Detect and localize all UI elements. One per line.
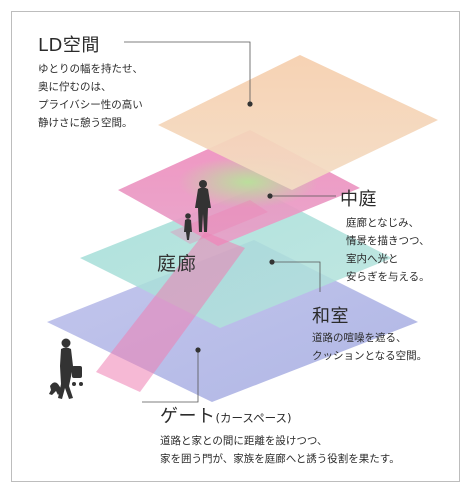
ld-title: LD空間 [38,35,100,56]
corridor-label: 庭廊 [157,253,198,275]
ld-layer [158,55,438,190]
courtyard-description: 庭廊となじみ、 情景を描きつつ、 室内へ光と 安らぎを与える。 [346,217,430,283]
gate-dot [195,347,201,353]
courtyard-dot [267,193,273,199]
washitsu-title: 和室 [312,306,349,327]
washitsu-leader [272,261,321,292]
leader-lines [124,41,336,403]
parent-child-silhouette [184,180,211,240]
washitsu-dot [269,259,275,265]
ld-leader [124,41,251,104]
gate-title: ゲート [160,406,216,427]
courtyard-title: 中庭 [340,189,377,210]
gate-leader [142,350,199,403]
walker-with-dog-silhouette [49,338,83,399]
corridor-strip [96,232,245,392]
ld-dot [247,101,253,107]
gate-heading: ゲート(カースペース) [160,402,292,428]
corridor-strip-cross [170,200,268,244]
gate-description: 道路と家との間に距離を設けつつ、 家を囲う門が、家族を庭廊へと誘う役割を果たす。 [160,435,400,465]
leader-dots [195,101,275,353]
ld-description: ゆとりの幅を持たせ、 奥に佇むのは、 プライバシー性の高い 静けさに憩う空間。 [38,63,143,129]
gate-subtitle: (カースペース) [215,411,292,425]
washitsu-description: 道路の喧噪を遮る、 クッションとなる空間。 [312,332,428,362]
